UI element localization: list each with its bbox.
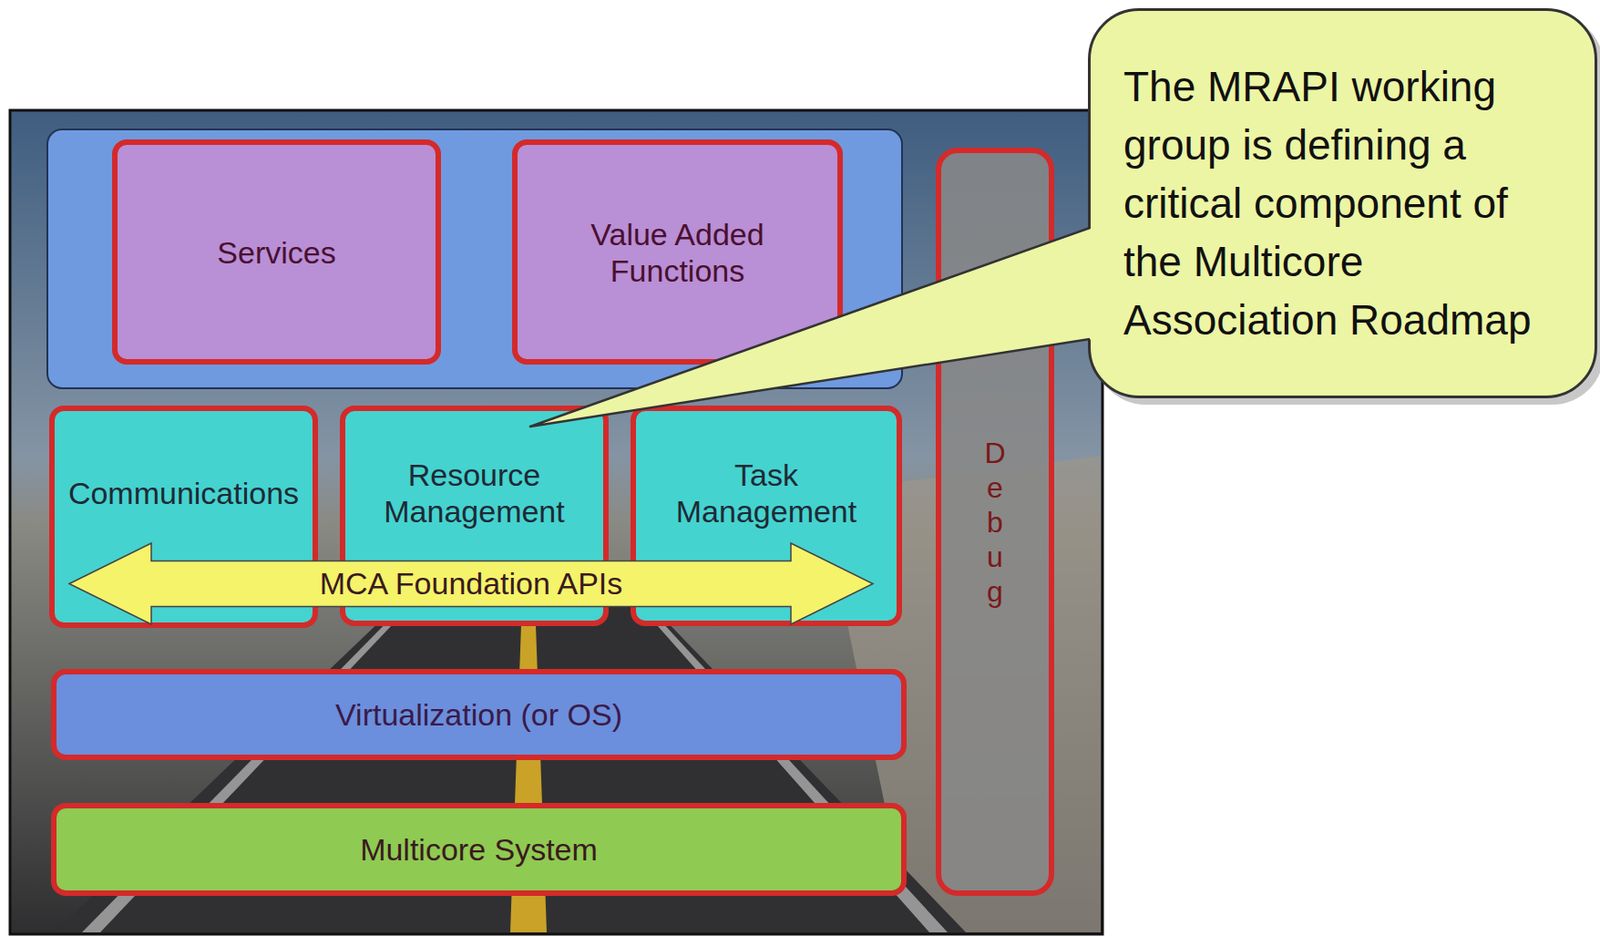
layer-band: Multicore System — [51, 802, 907, 896]
text-group: Value Added Functions — [530, 215, 825, 289]
double-arrow-outline — [69, 543, 873, 625]
text-group: Virtualization (or OS) — [69, 696, 889, 733]
node-label: Services — [216, 234, 336, 271]
node-label: Virtualization (or OS) — [335, 696, 623, 733]
service-box: Value Added Functions — [512, 139, 843, 365]
text-group: MCA Foundation APIs — [160, 565, 782, 602]
node-label: Debug — [980, 435, 1010, 609]
text-group: Services — [130, 234, 423, 271]
node-label: Resource Management — [356, 456, 593, 530]
debug-bar: Debug — [935, 147, 1055, 896]
node-label: MCA Foundation APIs — [319, 565, 624, 602]
node-label: Task Management — [646, 456, 886, 530]
node-label: Multicore System — [359, 830, 598, 868]
layer-band: Virtualization (or OS) — [51, 668, 907, 760]
double-arrow: MCA Foundation APIs — [69, 543, 873, 625]
text-group: Communications — [65, 447, 302, 539]
road-photo-frame — [10, 110, 1103, 934]
text-group: Resource Management — [356, 447, 593, 539]
text-group: Multicore System — [69, 830, 889, 868]
node-label: Communications — [68, 474, 299, 512]
service-box: Services — [112, 139, 442, 365]
text-group: Debug — [944, 435, 1046, 609]
text-group: Task Management — [646, 447, 886, 539]
text-group: The MRAPI working group is defining a cr… — [1123, 57, 1562, 349]
callout-bubble: The MRAPI working group is defining a cr… — [1087, 8, 1598, 399]
callout-text: The MRAPI working group is defining a cr… — [1123, 57, 1562, 349]
upper-layer-panel — [47, 129, 903, 389]
node-label: Value Added Functions — [530, 215, 825, 289]
